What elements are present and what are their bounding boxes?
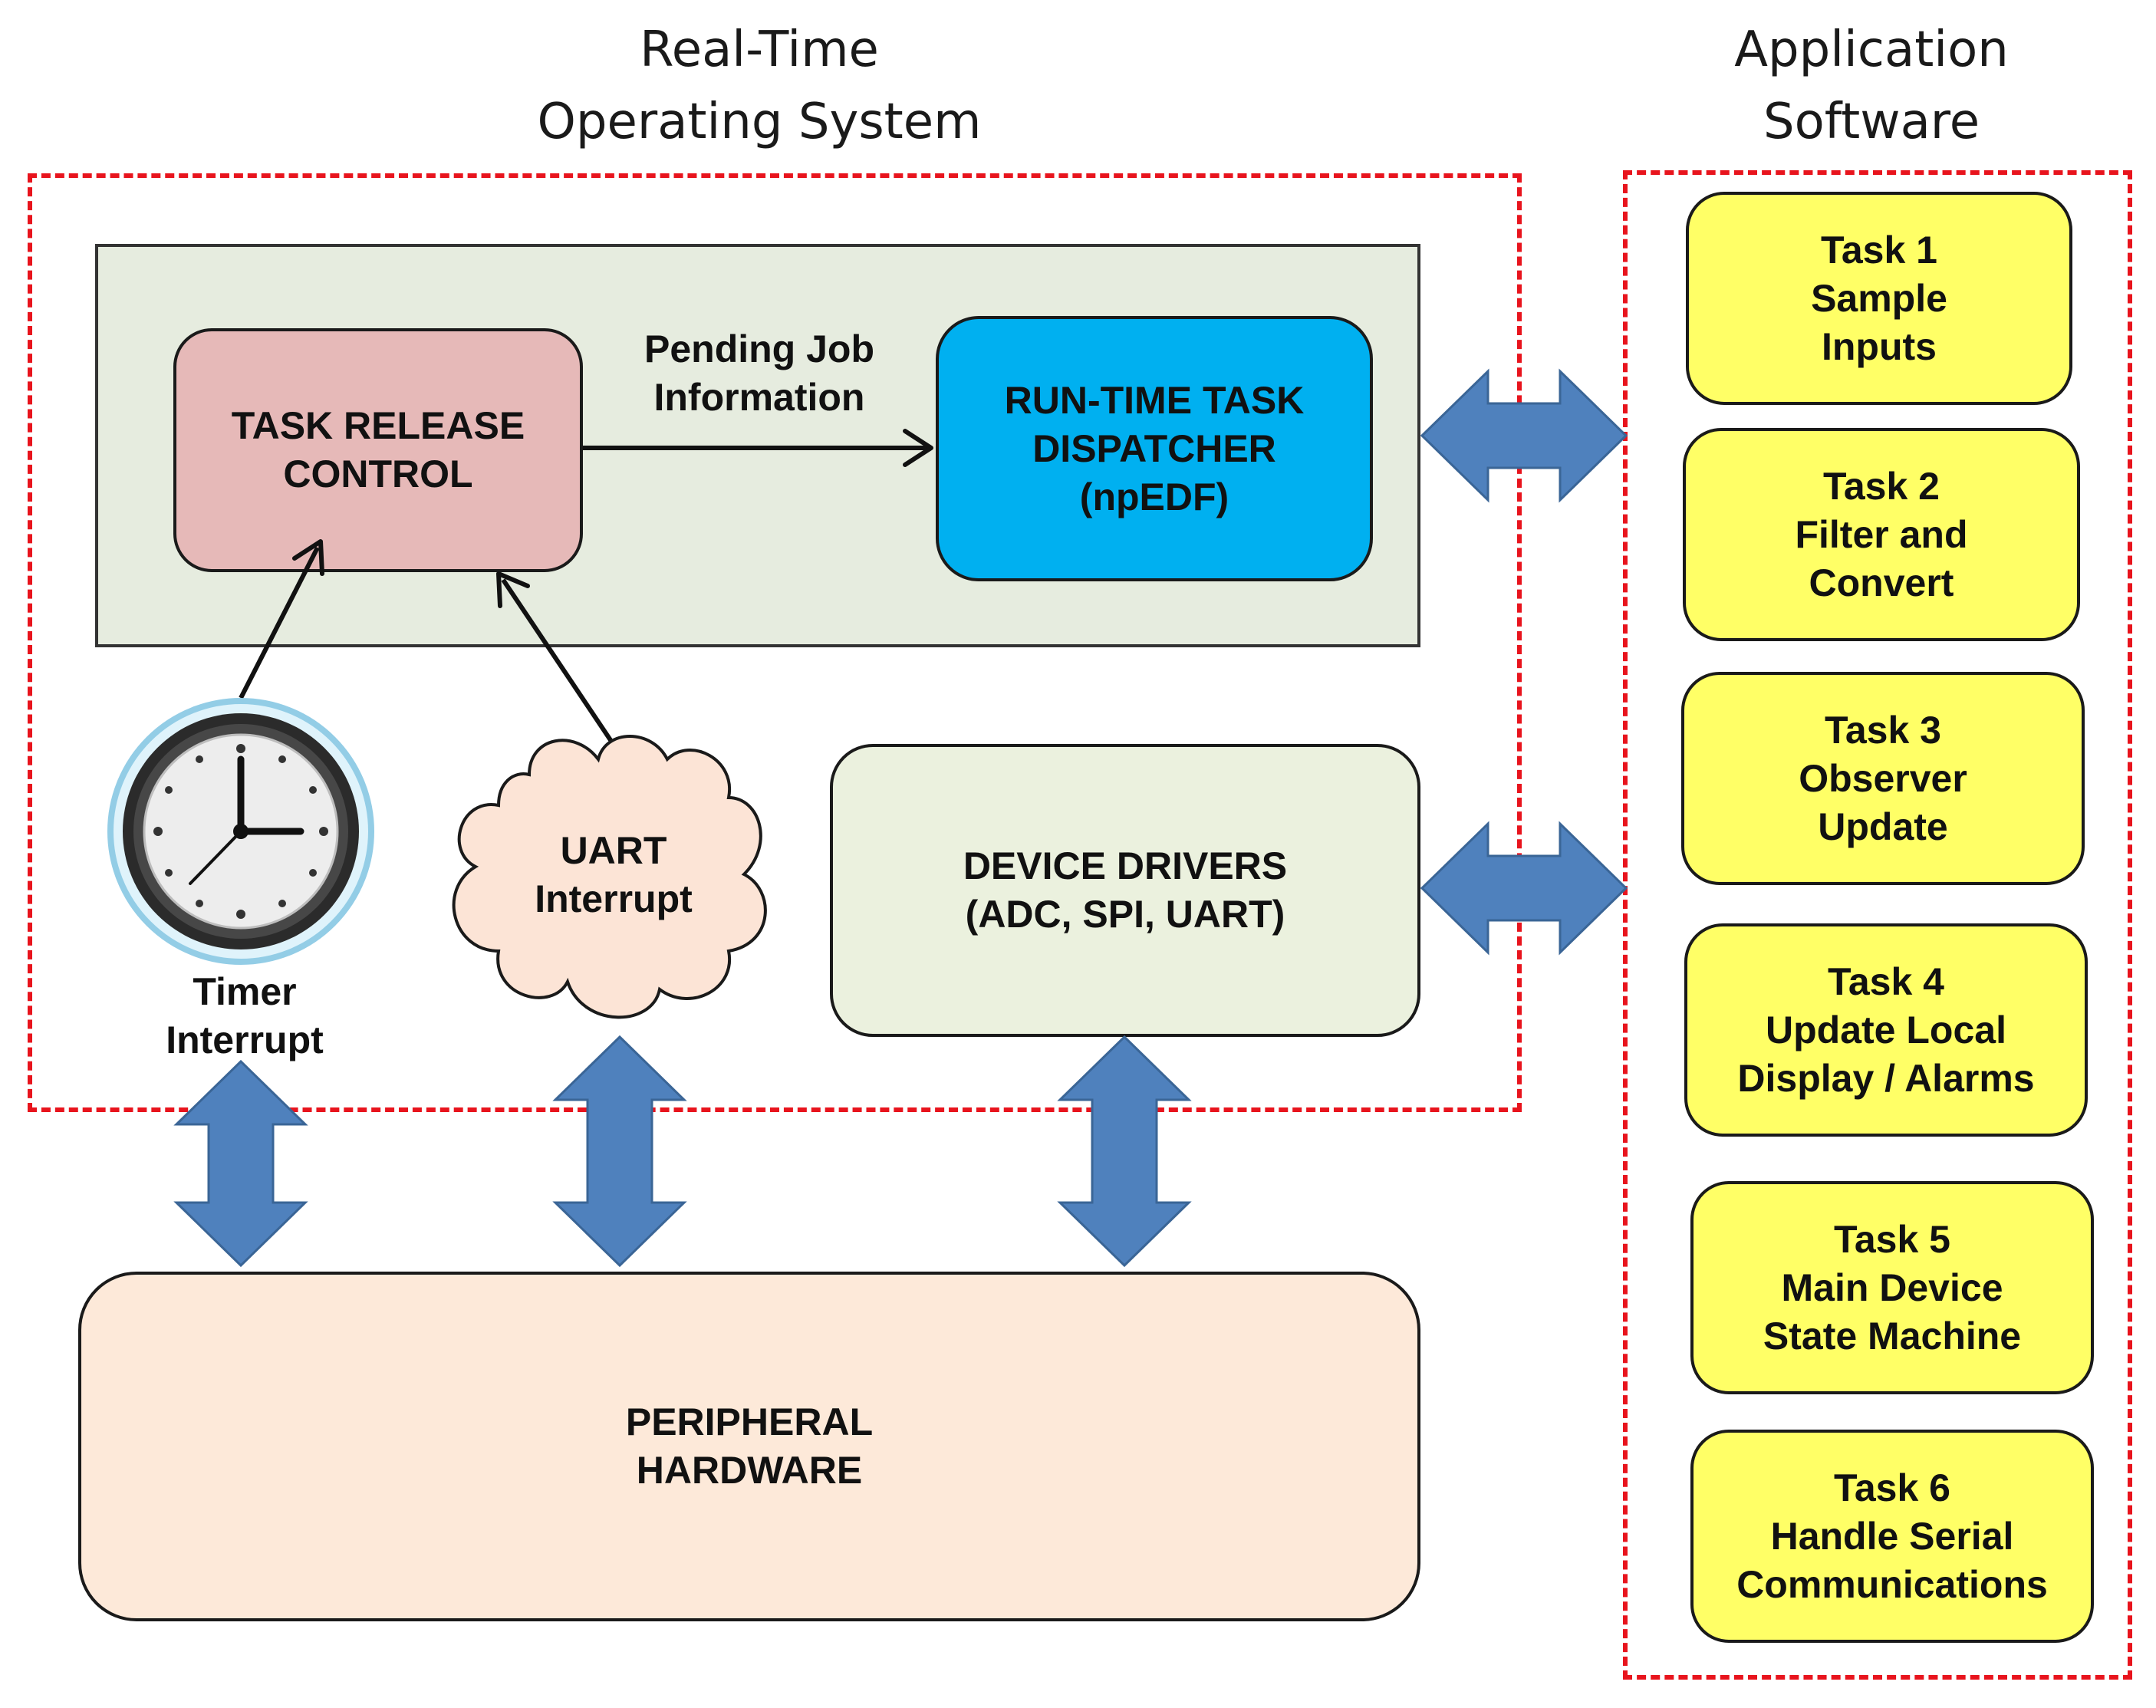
task-1-box: Task 1 Sample Inputs	[1686, 192, 2072, 405]
task-3-line-3: Update	[1818, 805, 1948, 848]
task-5-title: Task 5	[1834, 1217, 1950, 1261]
task-6-line-2: Handle Serial	[1770, 1514, 2014, 1558]
dispatcher-line-1: RUN-TIME TASK	[1004, 378, 1305, 422]
app-heading-line-2: Software	[1763, 94, 1980, 150]
peripheral-hardware-block: PERIPHERAL HARDWARE	[78, 1272, 1420, 1621]
clock-icon	[107, 698, 374, 965]
task-release-line-2: CONTROL	[283, 453, 473, 495]
device-drivers-line-2: (ADC, SPI, UART)	[965, 893, 1285, 936]
pending-job-line-2: Information	[653, 376, 865, 419]
peripheral-line-1: PERIPHERAL	[625, 1400, 874, 1443]
pending-job-label: Pending Job Information	[606, 325, 913, 422]
task-6-line-3: Communications	[1736, 1562, 2048, 1606]
timer-to-release-arrow	[239, 539, 324, 699]
timer-interrupt-line-1: Timer	[193, 970, 297, 1013]
device-drivers-line-1: DEVICE DRIVERS	[963, 844, 1288, 887]
run-time-task-dispatcher-block: RUN-TIME TASK DISPATCHER (npEDF)	[936, 316, 1373, 581]
app-heading-line-1: Application	[1734, 21, 2009, 78]
pending-job-line-1: Pending Job	[644, 327, 874, 370]
task-5-line-2: Main Device	[1781, 1265, 2003, 1309]
application-boundary	[1623, 170, 2132, 1680]
task-5-line-3: State Machine	[1763, 1314, 2022, 1358]
timer-hardware-double-arrow	[173, 1059, 308, 1268]
task-release-line-1: TASK RELEASE	[231, 404, 525, 447]
uart-cloud-shape	[452, 735, 767, 1019]
device-drivers-block: DEVICE DRIVERS (ADC, SPI, UART)	[830, 744, 1420, 1037]
task-4-line-2: Update Local	[1766, 1008, 2006, 1051]
task-3-box: Task 3 Observer Update	[1681, 672, 2085, 885]
timer-interrupt-label: Timer Interrupt	[126, 968, 364, 1065]
dispatcher-line-3: (npEDF)	[1079, 475, 1229, 518]
rtos-heading-line-2: Operating System	[537, 94, 982, 150]
task-2-line-2: Filter and	[1795, 512, 1968, 556]
uart-interrupt-line-1: UART	[560, 829, 667, 872]
task-2-line-3: Convert	[1809, 561, 1954, 604]
dispatcher-app-double-arrow	[1420, 368, 1628, 503]
task-3-line-2: Observer	[1799, 756, 1967, 800]
task-4-box: Task 4 Update Local Display / Alarms	[1684, 923, 2088, 1137]
task-1-title: Task 1	[1821, 228, 1937, 272]
task-5-box: Task 5 Main Device State Machine	[1690, 1181, 2094, 1394]
app-heading: Application Software	[1634, 14, 2109, 158]
drivers-hardware-double-arrow	[1057, 1035, 1192, 1268]
rtos-boundary	[28, 173, 1522, 1112]
rtos-heading-line-1: Real-Time	[640, 21, 879, 78]
drivers-app-double-arrow	[1420, 821, 1628, 956]
task-1-line-3: Inputs	[1822, 324, 1937, 368]
uart-interrupt-line-2: Interrupt	[535, 877, 693, 920]
task-2-title: Task 2	[1823, 464, 1940, 508]
uart-to-release-arrow	[496, 571, 614, 744]
task-6-title: Task 6	[1834, 1466, 1950, 1509]
task-release-control-block: TASK RELEASE CONTROL	[173, 328, 583, 572]
peripheral-line-2: HARDWARE	[636, 1449, 863, 1492]
task-4-title: Task 4	[1828, 959, 1944, 1003]
uart-hardware-double-arrow	[552, 1035, 687, 1268]
task-2-box: Task 2 Filter and Convert	[1683, 428, 2080, 641]
task-6-box: Task 6 Handle Serial Communications	[1690, 1430, 2094, 1643]
task-1-line-2: Sample	[1811, 276, 1947, 320]
task-4-line-3: Display / Alarms	[1737, 1056, 2035, 1100]
timer-interrupt-line-2: Interrupt	[166, 1019, 324, 1061]
dispatcher-line-2: DISPATCHER	[1032, 426, 1276, 470]
pending-job-arrow	[583, 429, 933, 467]
rtos-heading: Real-Time Operating System	[445, 14, 1074, 158]
uart-interrupt-label: UART Interrupt	[476, 827, 752, 923]
task-3-title: Task 3	[1825, 708, 1941, 752]
